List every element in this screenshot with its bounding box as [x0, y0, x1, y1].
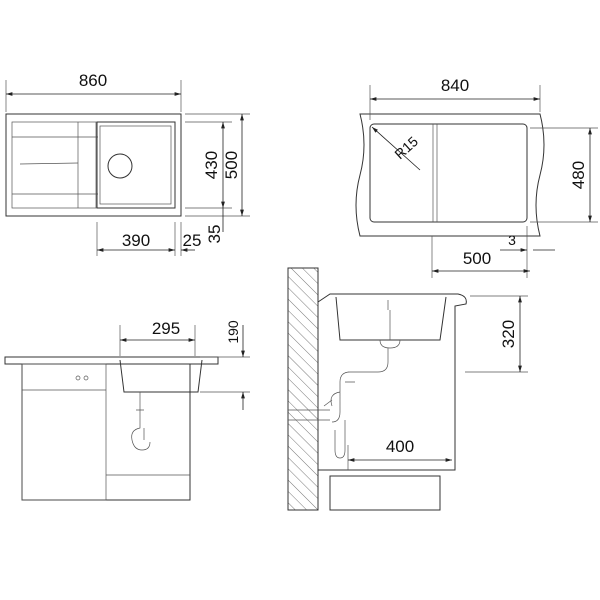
- radius-label: R15: [391, 133, 421, 162]
- dim-840: 840: [441, 76, 469, 95]
- cutout-rect: [369, 123, 528, 223]
- dim-500: 500: [222, 151, 241, 179]
- dim-860: 860: [79, 71, 107, 90]
- dim-390: 390: [122, 231, 150, 250]
- wall-hatched: [287, 267, 319, 511]
- bowl-side: [335, 296, 447, 341]
- bowl-section: [119, 359, 203, 393]
- dim-190: 190: [225, 320, 241, 344]
- cutout-outline: [355, 113, 545, 237]
- side-section-view: 400 320: [287, 267, 528, 511]
- dishwasher: [21, 363, 107, 501]
- cutout-view: R15 840 480 3 500: [355, 76, 598, 278]
- dim-500-cabinet: 500: [463, 249, 491, 268]
- dim-3: 3: [508, 232, 516, 248]
- dim-320: 320: [499, 320, 518, 348]
- countertop: [4, 356, 219, 365]
- dim-295: 295: [152, 319, 180, 338]
- drain-circle: [107, 153, 133, 179]
- dim-480: 480: [569, 161, 588, 189]
- dim-430: 430: [202, 151, 221, 179]
- sink-outline: [5, 113, 182, 217]
- cabinet-base: [329, 475, 441, 511]
- top-view: 860 430 500 35 390 25: [5, 71, 250, 256]
- drainboard: [11, 121, 97, 209]
- front-section-view: 295 190: [4, 319, 250, 501]
- bowl: [96, 121, 176, 209]
- dim-35: 35: [205, 225, 224, 244]
- dim-25: 25: [183, 231, 202, 250]
- dim-400: 400: [386, 437, 414, 456]
